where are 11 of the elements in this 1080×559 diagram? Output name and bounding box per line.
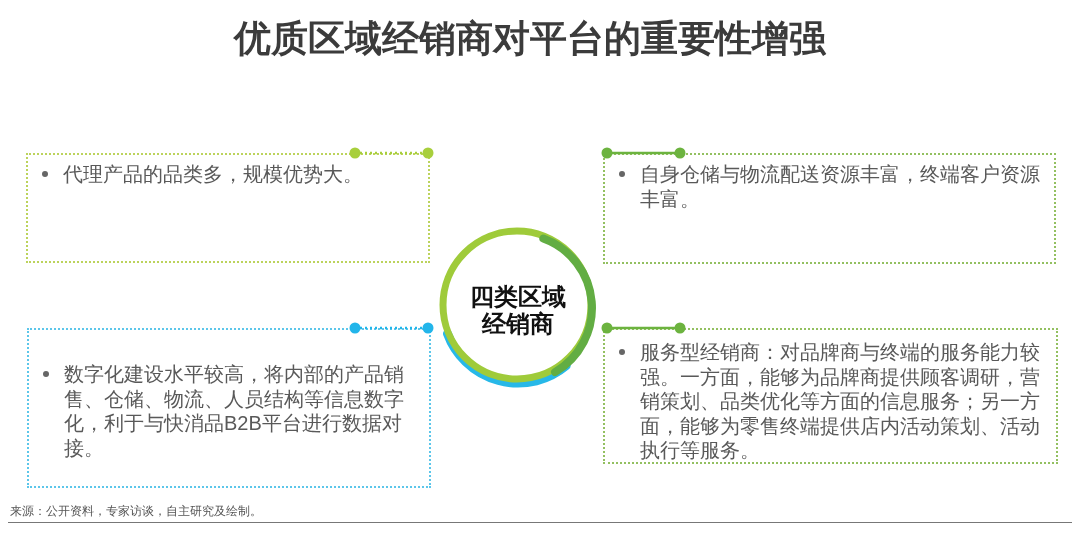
text-card bbox=[603, 328, 1058, 464]
text-card bbox=[27, 328, 431, 488]
bullet-text: 代理产品的品类多，规模优势大。 bbox=[63, 162, 364, 187]
source-note: 来源：公开资料，专家访谈，自主研究及绘制。 bbox=[10, 503, 262, 519]
bullet-text: 服务型经销商：对品牌商与终端的服务能力较强。一方面，能够为品牌商提供顾客调研，营销策划、品类优化等方面的信息服务；另一方面，能够为零售终端提供店内活动策划、活动执行等服务。 bbox=[640, 340, 1041, 463]
bullet-text: 数字化建设水平较高，将内部的产品销售、仓储、物流、人员结构等信息数字化，利于与快消品B2B平台进行数据对接。 bbox=[64, 362, 405, 460]
title: 优质区域经销商对平台的重要性增强 bbox=[232, 17, 827, 61]
bullet-text: 自身仓储与物流配送资源丰富，终端客户资源丰富。 bbox=[640, 162, 1041, 211]
circle-label: 四类区域经销商 bbox=[469, 283, 567, 337]
text-card bbox=[603, 153, 1056, 264]
text-card bbox=[26, 153, 430, 263]
